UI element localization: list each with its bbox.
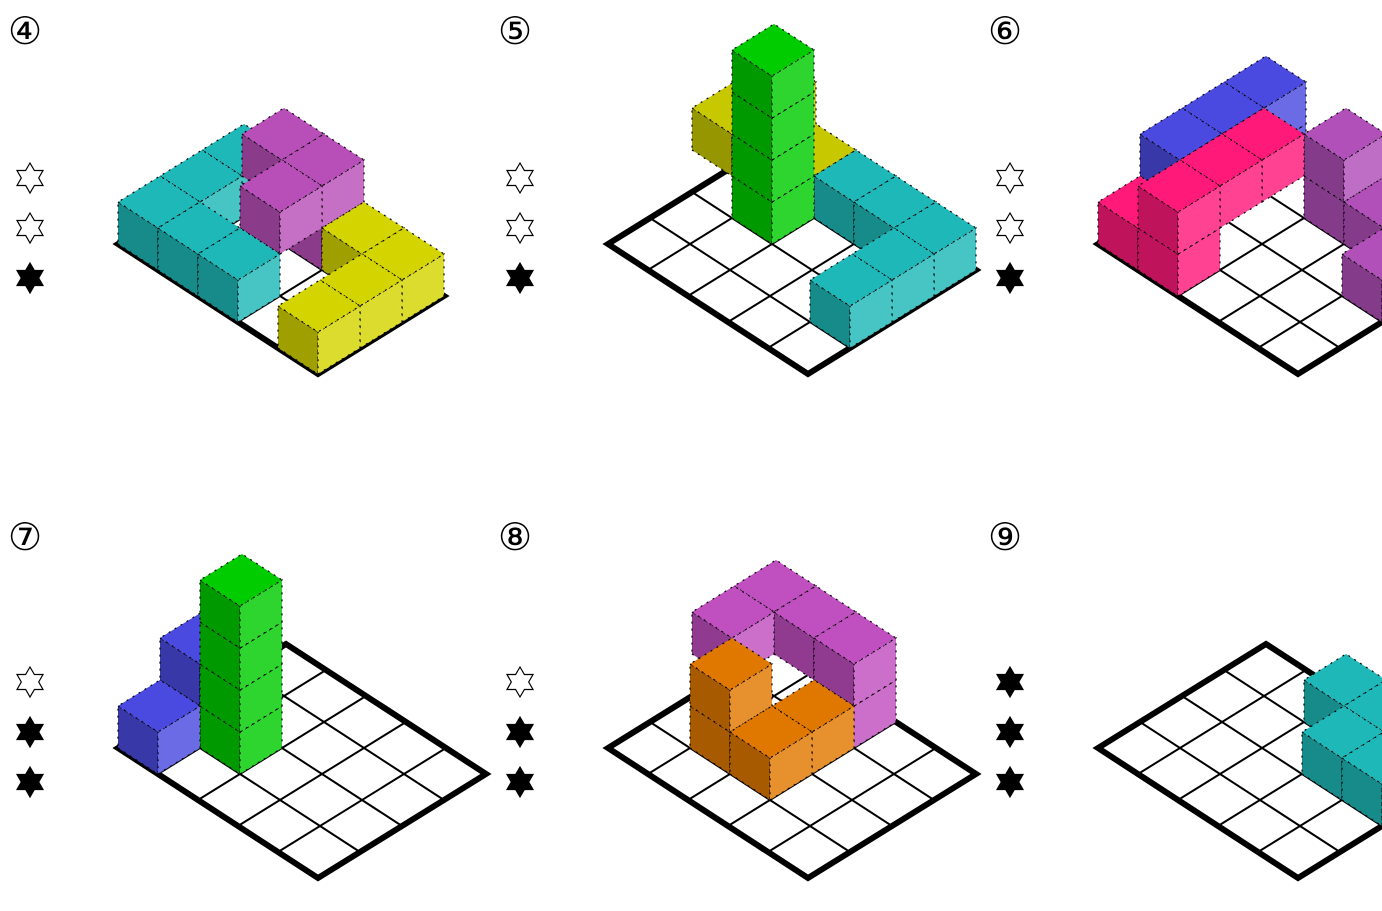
star-filled-icon [17, 717, 43, 747]
star-filled-icon [997, 667, 1023, 697]
star-empty-icon [17, 213, 43, 243]
star-empty-icon [507, 163, 533, 193]
star-empty-icon [507, 213, 533, 243]
star-filled-icon [507, 767, 533, 797]
puzzle-1 [17, 108, 444, 374]
star-filled-icon [507, 717, 533, 747]
puzzle-5 [507, 560, 976, 878]
star-empty-icon [507, 667, 533, 697]
star-filled-icon [17, 767, 43, 797]
star-filled-icon [997, 717, 1023, 747]
star-filled-icon [507, 263, 533, 293]
puzzle-2 [507, 24, 976, 374]
star-filled-icon [17, 263, 43, 293]
star-empty-icon [997, 163, 1023, 193]
star-filled-icon [997, 263, 1023, 293]
star-filled-icon [997, 767, 1023, 797]
puzzle-6 [997, 644, 1382, 878]
star-empty-icon [997, 213, 1023, 243]
star-empty-icon [17, 667, 43, 697]
puzzle-3 [997, 56, 1382, 374]
star-empty-icon [17, 163, 43, 193]
puzzle-4 [17, 554, 486, 878]
